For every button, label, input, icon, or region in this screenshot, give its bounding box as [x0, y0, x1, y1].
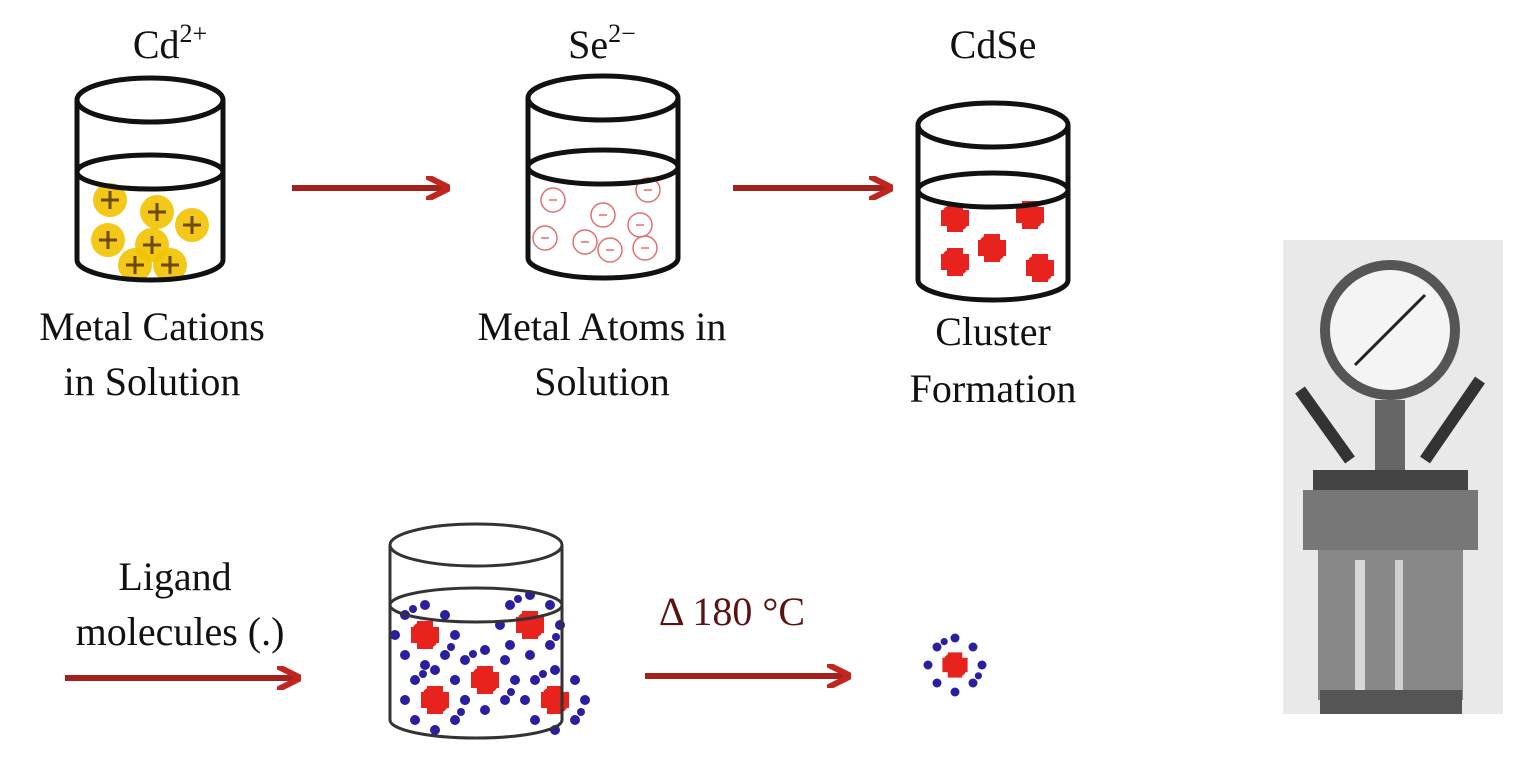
step1-label-line2: in Solution [64, 359, 241, 404]
cd-ion-label: Cd2+ [133, 19, 207, 67]
autoclave-reactor-photo [1283, 240, 1503, 714]
step3-label-line1: Cluster [935, 309, 1051, 354]
beaker-metal-atoms [525, 73, 681, 281]
ligand-label-line2: molecules (.) [76, 609, 285, 654]
beaker-metal-cations [74, 75, 226, 284]
anions [532, 177, 661, 263]
step1-label-line1: Metal Cations [39, 304, 265, 349]
cdse-label: CdSe [950, 22, 1037, 67]
ligand-capped-clusters [390, 590, 590, 735]
nanoparticle [924, 634, 987, 697]
se-ion-label: Se2− [568, 19, 636, 67]
step3-label-line2: Formation [910, 366, 1077, 411]
clusters [941, 201, 1054, 282]
ligand-label-line1: Ligand [118, 554, 231, 599]
step2-label-line1: Metal Atoms in [478, 304, 727, 349]
step2-label-line2: Solution [534, 359, 670, 404]
cations [89, 181, 211, 284]
beaker-ligand-capped-clusters [388, 522, 590, 740]
heating-label: Δ 180 °C [659, 589, 805, 634]
beaker-cluster-formation [915, 100, 1071, 303]
